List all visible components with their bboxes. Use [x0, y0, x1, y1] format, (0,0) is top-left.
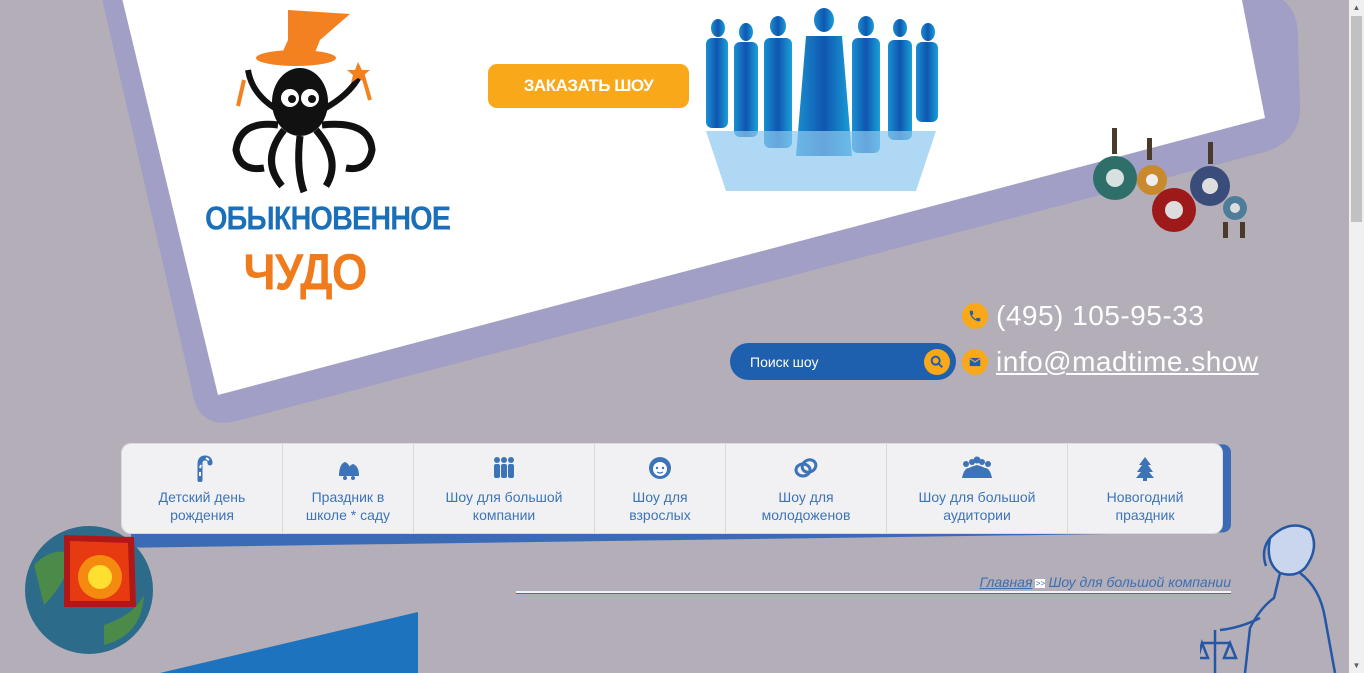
page-scrollbar[interactable]: ▲ ▼: [1349, 0, 1364, 673]
group-icon: [494, 457, 514, 478]
nav-label: Шоу для большой аудитории: [918, 489, 1036, 523]
email-contact[interactable]: info@madtime.show: [962, 346, 1259, 378]
mail-icon: [962, 349, 988, 375]
breadcrumb-underline: [516, 591, 1231, 594]
nav-label: Праздник в школе * саду: [305, 489, 391, 523]
scroll-down-arrow-icon[interactable]: ▼: [1352, 661, 1361, 670]
nav-item-newlyweds[interactable]: Шоу для молодоженов: [726, 444, 887, 533]
breadcrumb: Главная>>Шоу для большой компании: [516, 574, 1231, 590]
logo-text-line2: ЧУДО: [243, 243, 367, 301]
phone-number[interactable]: (495) 105-95-33: [996, 300, 1205, 331]
earth-core-image: [25, 526, 153, 654]
nav-item-big-company[interactable]: Шоу для большой компании: [414, 444, 595, 533]
candy-cane-icon: [197, 455, 213, 482]
nav-label: Шоу для взрослых: [629, 489, 691, 523]
face-icon: [649, 457, 671, 479]
nav-label: Шоу для большой компании: [445, 489, 563, 523]
search-box: [730, 343, 956, 380]
logo-text-line1: ОБЫКНОВЕННОЕ: [205, 200, 451, 238]
nav-item-school-holiday[interactable]: Праздник в школе * саду: [283, 444, 414, 533]
decorative-blue-shape: [160, 612, 418, 673]
nav-item-adults[interactable]: Шоу для взрослых: [595, 444, 726, 533]
crowd-icon: [962, 456, 992, 478]
scroll-up-arrow-icon[interactable]: ▲: [1352, 3, 1361, 12]
breadcrumb-separator-icon: >>: [1035, 578, 1046, 588]
logo-octopus[interactable]: [200, 0, 410, 300]
people-silhouettes-image: [706, 8, 938, 191]
christmas-tree-icon: [1136, 457, 1154, 481]
header-banner: [102, 0, 1301, 423]
search-input[interactable]: [742, 343, 938, 380]
nav-item-big-audience[interactable]: Шоу для большой аудитории: [887, 444, 1068, 533]
nav-item-new-year[interactable]: Новогодний праздник: [1068, 444, 1222, 533]
nav-item-kids-birthday[interactable]: Детский день рождения: [122, 444, 283, 533]
nav-label: Новогодний праздник: [1106, 489, 1184, 523]
bells-icon: [339, 462, 359, 480]
scrollbar-thumb[interactable]: [1351, 16, 1362, 222]
thinker-sketch-image: [1200, 524, 1337, 673]
order-show-button[interactable]: ЗАКАЗАТЬ ШОУ: [488, 64, 689, 108]
category-nav: Детский день рождения Праздник в школе *…: [121, 443, 1223, 534]
search-icon[interactable]: [924, 349, 950, 375]
nav-label: Шоу для молодоженов: [761, 489, 851, 523]
phone-icon: [962, 303, 988, 329]
breadcrumb-current: Шоу для большой компании: [1048, 574, 1231, 590]
rings-icon: [794, 458, 818, 478]
breadcrumb-home-link[interactable]: Главная: [979, 574, 1033, 590]
nav-label: Детский день рождения: [158, 489, 246, 523]
phone-contact[interactable]: (495) 105-95-33: [962, 300, 1204, 332]
email-link[interactable]: info@madtime.show: [996, 346, 1259, 377]
gears-people-image: [1093, 128, 1247, 238]
